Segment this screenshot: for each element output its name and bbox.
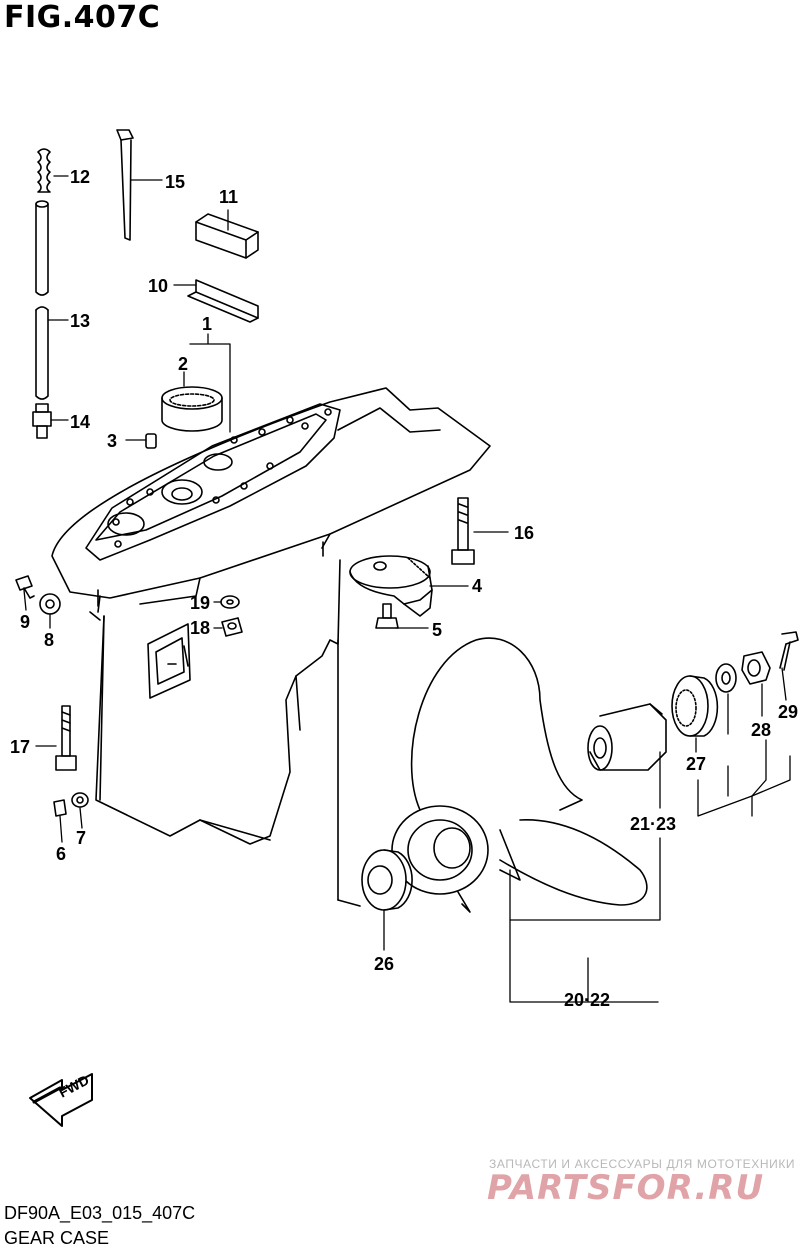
- callout-labels: 12 13 14 15 11 10 1 2 3 16 4 5 19 18 9 8…: [10, 167, 798, 1010]
- part-11-block: [195, 213, 259, 259]
- callout-11: 11: [219, 187, 238, 207]
- callout-3: 3: [107, 431, 117, 451]
- callout-12: 12: [70, 167, 90, 187]
- callout-20-22: 20·22: [564, 990, 610, 1010]
- callout-6: 6: [56, 844, 66, 864]
- callout-17: 17: [10, 737, 30, 757]
- part-6-screw: [53, 799, 67, 817]
- part-27-cotter-pin: [779, 631, 799, 671]
- callout-14: 14: [70, 412, 90, 432]
- part-18-nut: [221, 617, 243, 637]
- callout-25: 27: [686, 754, 706, 774]
- part-5-bolt: [375, 603, 399, 629]
- callout-9: 9: [20, 612, 30, 632]
- part-7-washer: [71, 792, 89, 808]
- figure-name: GEAR CASE: [4, 1228, 110, 1248]
- callout-8: 8: [44, 630, 54, 650]
- figure-title: FIG.407C: [4, 0, 161, 35]
- part-28-washer: [715, 663, 737, 693]
- part-21-23-bushing: [587, 703, 667, 771]
- part-25-spline-washer: [671, 675, 719, 737]
- callout-21-23: 21·23: [630, 814, 676, 834]
- leader-lines: [23, 175, 791, 1003]
- callout-7: 7: [76, 828, 86, 848]
- callout-27: 29: [778, 702, 798, 722]
- part-14-fitting: [32, 403, 52, 439]
- part-19-washer: [220, 595, 240, 609]
- callout-13: 13: [70, 311, 90, 331]
- part-26-castle-nut: [741, 651, 771, 685]
- part-2-bearing: [161, 386, 223, 432]
- gear-case-housing: [51, 387, 491, 907]
- callout-26: 28: [751, 720, 771, 740]
- callout-24: 26: [374, 954, 394, 974]
- callout-15: 15: [165, 172, 185, 192]
- callout-10: 10: [148, 276, 168, 296]
- part-15-cable-tie: [116, 129, 134, 241]
- callout-2: 2: [178, 354, 188, 374]
- callout-16: 16: [514, 523, 534, 543]
- part-17-bolt: [55, 705, 77, 771]
- part-16-bolt: [451, 497, 475, 565]
- part-3-pin: [145, 433, 157, 449]
- callout-1: 1: [202, 314, 212, 334]
- watermark-tagline: ЗАПЧАСТИ И АКСЕССУАРЫ ДЛЯ МОТОТЕХНИКИ: [489, 1157, 796, 1171]
- callout-4: 4: [472, 576, 482, 596]
- part-4-trim-anode: [349, 555, 433, 617]
- callout-18: 18: [190, 618, 210, 638]
- part-13-tube: [35, 200, 49, 400]
- callout-5: 5: [432, 620, 442, 640]
- part-12-grommet: [37, 148, 51, 193]
- propeller: [391, 637, 648, 913]
- watermark-logo: PARTSFOR.RU: [487, 1168, 765, 1208]
- figure-code: DF90A_E03_015_407C: [4, 1203, 196, 1223]
- fwd-arrow-badge: [29, 1073, 93, 1127]
- callout-19: 19: [190, 593, 210, 613]
- part-9-screw: [15, 575, 35, 599]
- part-10-strip: [187, 279, 259, 323]
- part-8-collar: [39, 593, 61, 615]
